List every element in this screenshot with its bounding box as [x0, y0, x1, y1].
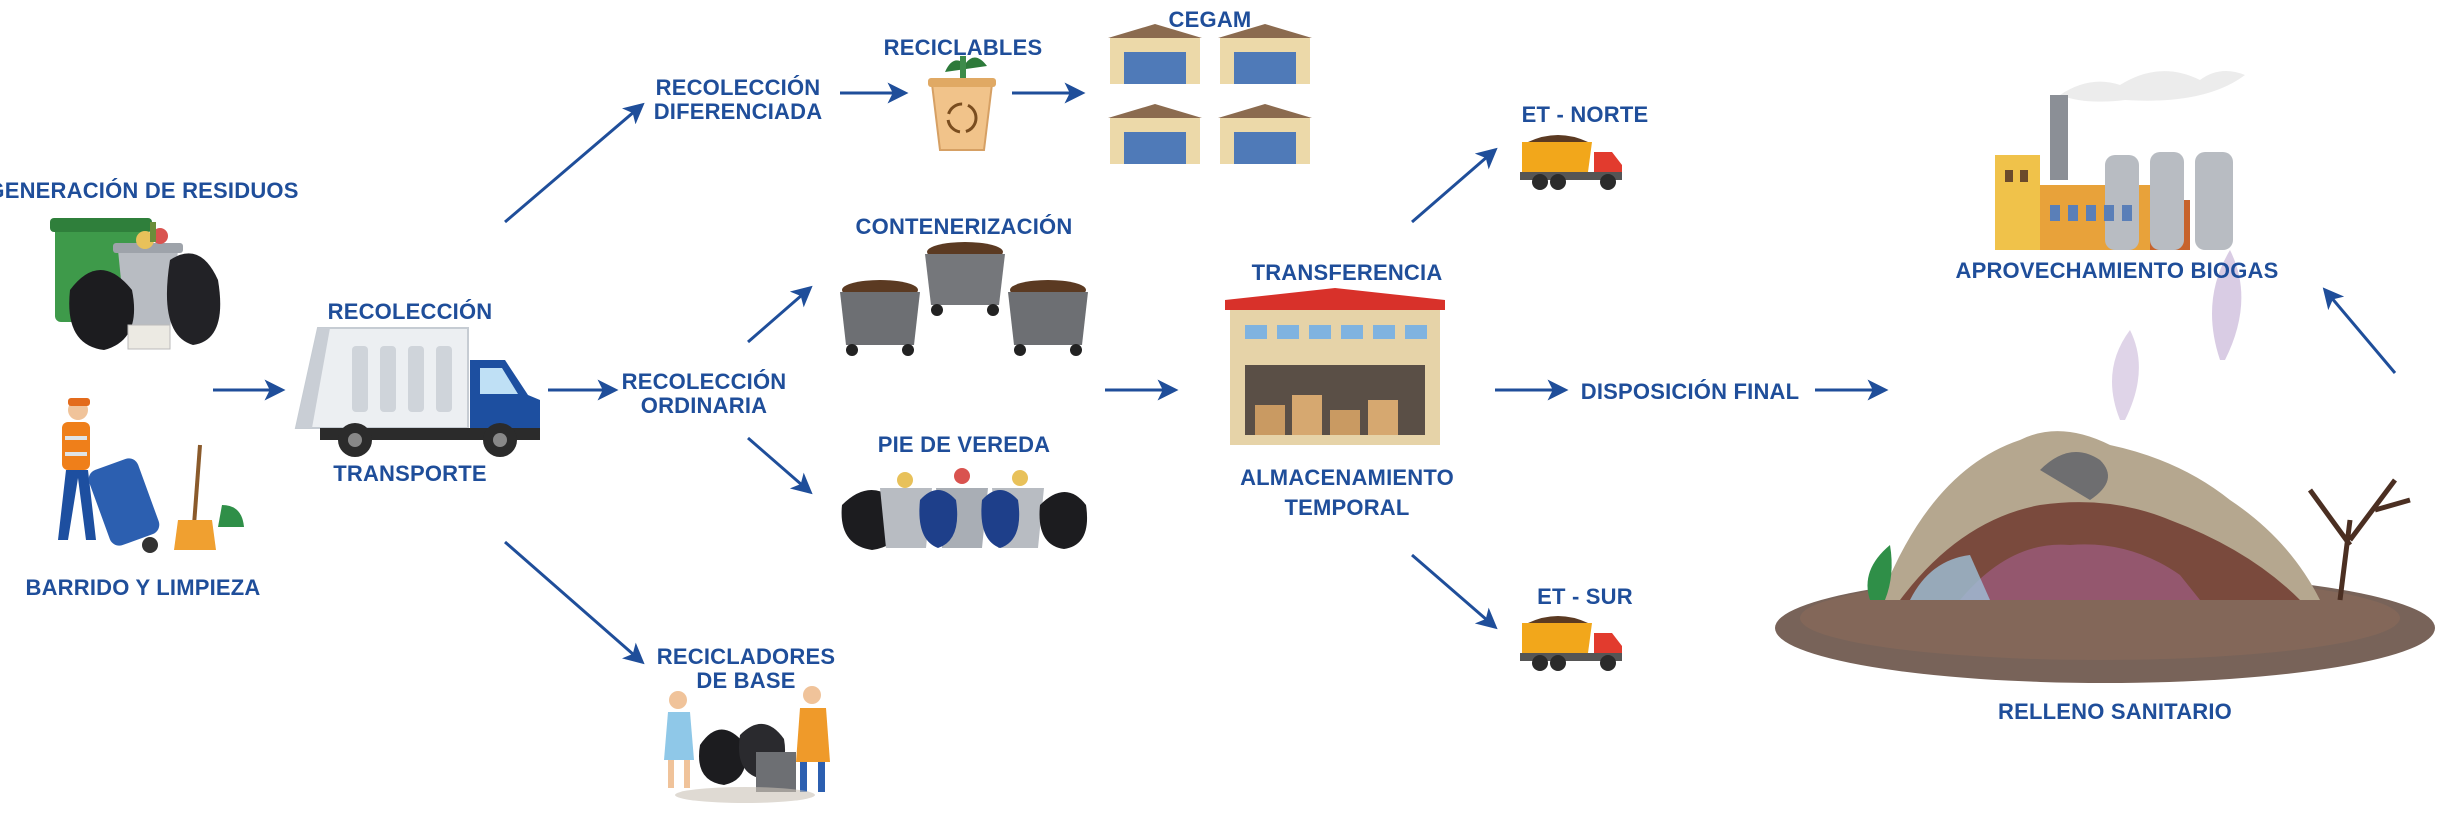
label-recoleccion-ordinaria-line2: ORDINARIA [640, 393, 768, 418]
label-reciclables: RECICLABLES [883, 35, 1043, 60]
label-recoleccion-diferenciada: RECOLECCIÓN DIFERENCIADA [654, 76, 823, 124]
street-sweeper-icon [58, 398, 244, 553]
label-generacion: GENERACIÓN DE RESIDUOS [0, 178, 299, 203]
arrow-transferencia-to-et-norte [1411, 147, 1498, 224]
label-pie-de-vereda: PIE DE VEREDA [877, 432, 1051, 457]
waste-pickers-icon [664, 686, 830, 803]
label-recicladores: RECICLADORES DE BASE [657, 645, 835, 693]
dump-truck-icon [1520, 135, 1622, 190]
label-recoleccion-ordinaria: RECOLECCIÓN ORDINARIA [622, 370, 787, 418]
label-barrido: BARRIDO Y LIMPIEZA [25, 575, 261, 600]
recycling-bin-icon [928, 56, 996, 151]
dumpsters-icon [840, 242, 1088, 356]
label-recoleccion-diferenciada-line2: DIFERENCIADA [653, 99, 823, 124]
label-transporte: TRANSPORTE [333, 461, 487, 486]
arrow-recoleccion-to-diferenciada [504, 102, 645, 224]
label-aprovechamiento: APROVECHAMIENTO BIOGAS [1955, 258, 2279, 283]
warehouses-icon [1108, 24, 1312, 164]
biogas-plant-icon [1995, 71, 2245, 250]
label-almacenamiento: ALMACENAMIENTO TEMPORAL [1240, 463, 1454, 523]
label-recoleccion-diferenciada-line1: RECOLECCIÓN [655, 75, 821, 100]
dump-truck-icon [1520, 616, 1622, 671]
label-almacenamiento-line1: ALMACENAMIENTO [1240, 465, 1454, 490]
curbside-bins-icon [841, 468, 1088, 550]
label-cegam: CEGAM [1168, 7, 1252, 32]
label-disposicion-final: DISPOSICIÓN FINAL [1580, 379, 1800, 404]
arrow-transferencia-to-et-sur [1411, 553, 1498, 630]
label-contenerizacion: CONTENERIZACIÓN [855, 214, 1073, 239]
label-relleno: RELLENO SANITARIO [1998, 699, 2232, 724]
label-et-sur: ET - SUR [1537, 584, 1633, 609]
landfill-icon [1775, 250, 2435, 683]
label-recoleccion: RECOLECCIÓN [327, 299, 493, 324]
arrow-ordinaria-to-pie-de-vereda [747, 436, 813, 495]
label-almacenamiento-line2: TEMPORAL [1284, 495, 1410, 520]
garbage-truck-icon [294, 327, 540, 457]
arrow-ordinaria-to-contenerizacion [747, 285, 813, 344]
label-recicladores-line2: DE BASE [696, 668, 796, 693]
arrow-relleno-to-biogas [2322, 287, 2397, 374]
label-recoleccion-ordinaria-line1: RECOLECCIÓN [621, 369, 787, 394]
label-recicladores-line1: RECICLADORES [656, 644, 836, 669]
flow-arrows [213, 82, 2397, 665]
arrow-recoleccion-to-recicladores [504, 540, 645, 665]
label-transferencia: TRANSFERENCIA [1251, 260, 1443, 285]
label-et-norte: ET - NORTE [1521, 102, 1649, 127]
waste-bins-icon [50, 218, 221, 350]
transfer-station-icon [1225, 288, 1445, 445]
